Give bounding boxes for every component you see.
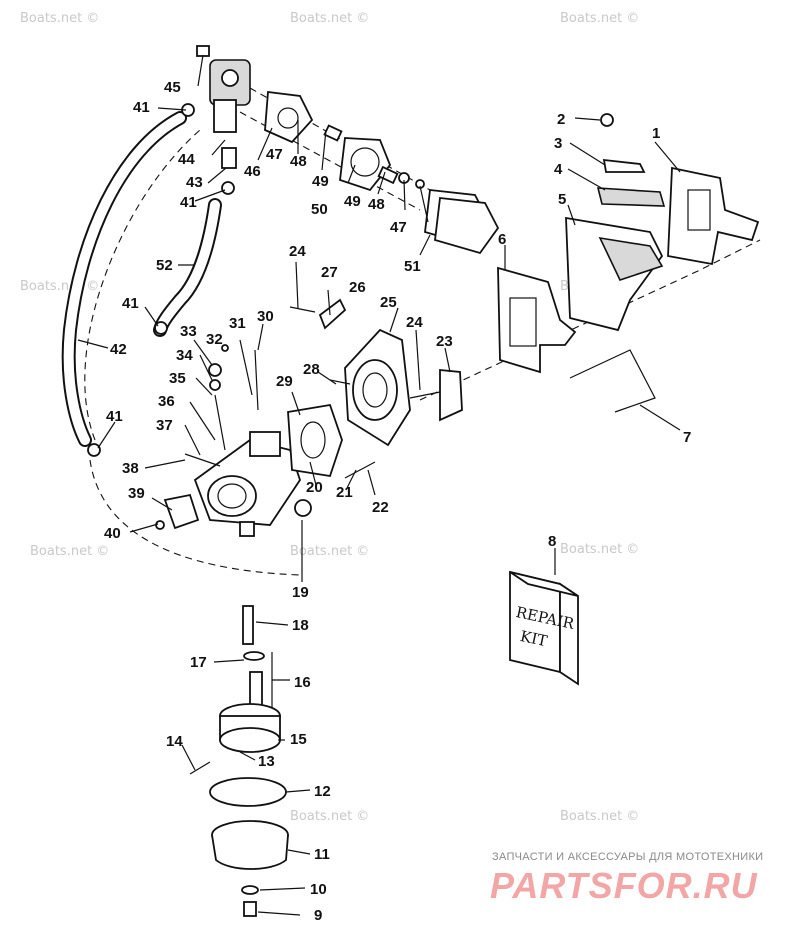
callout-31: 31 [229,315,246,332]
callout-2: 2 [557,111,565,128]
watermark-9: Boats.net © [290,809,369,824]
callout-24-a: 24 [289,243,306,260]
callout-41-c: 41 [122,295,139,312]
callout-51: 51 [404,258,421,275]
callout-50: 50 [311,201,328,218]
callout-16: 16 [294,674,311,691]
callout-17: 17 [190,654,207,671]
callout-25: 25 [380,294,397,311]
callout-22: 22 [372,499,389,516]
callout-7: 7 [683,429,691,446]
brand-footer: ЗАПЧАСТИ И АКСЕССУАРЫ ДЛЯ МОТОТЕХНИКИ PA… [490,851,763,906]
callout-15: 15 [290,731,307,748]
reed-valve-assembly [497,113,760,413]
watermark-7: Boats.net © [290,544,369,559]
callout-23: 23 [436,333,453,350]
leader-lines [77,54,681,916]
callout-6: 6 [498,231,506,248]
repair-kit-box: REPAIR KIT [509,570,579,686]
callout-14: 14 [166,733,183,750]
callout-30: 30 [257,308,274,325]
pump-gaskets [264,90,500,255]
brand-tagline: ЗАПЧАСТИ И АКСЕССУАРЫ ДЛЯ МОТОТЕХНИКИ [492,851,763,863]
watermark-6: Boats.net © [560,542,639,557]
watermark-3: Boats.net © [560,11,639,26]
callout-48-b: 48 [368,196,385,213]
callout-43: 43 [186,174,203,191]
callout-27: 27 [321,264,338,281]
watermark-8: Boats.net © [560,809,639,824]
callout-52: 52 [156,257,173,274]
brand-name: PARTSFOR.RU [490,865,758,906]
callout-10: 10 [310,881,327,898]
callout-47-a: 47 [266,146,283,163]
callout-1: 1 [652,125,660,142]
callout-13: 13 [258,753,275,770]
callout-41-d: 41 [106,408,123,425]
callout-49-a: 49 [312,173,329,190]
fasteners [87,103,441,530]
callout-33: 33 [180,323,197,340]
callout-24-b: 24 [406,314,423,331]
intake-manifold [287,328,463,478]
callout-28: 28 [303,361,320,378]
callout-numbers: 1 2 3 4 5 6 7 8 9 10 11 12 13 14 15 16 1… [104,79,691,924]
callout-42: 42 [110,341,127,358]
callout-47-b: 47 [390,219,407,236]
callout-34: 34 [176,347,193,364]
callout-4: 4 [554,161,563,178]
callout-40: 40 [104,525,121,542]
callout-35: 35 [169,370,186,387]
callout-29: 29 [276,373,293,390]
callout-32: 32 [206,331,223,348]
callout-12: 12 [314,783,331,800]
callout-19: 19 [292,584,309,601]
callout-48-a: 48 [290,153,307,170]
callout-18: 18 [292,617,309,634]
callout-20: 20 [306,479,323,496]
callout-38: 38 [122,460,139,477]
float-bowl-stack [189,605,289,917]
callout-41-a: 41 [133,99,150,116]
carburetor-body [193,431,312,537]
callout-37: 37 [156,417,173,434]
watermark-2: Boats.net © [290,11,369,26]
callout-44: 44 [178,151,195,168]
callout-21: 21 [336,484,353,501]
callout-26: 26 [349,279,366,296]
callout-8: 8 [548,533,556,550]
callout-49-b: 49 [344,193,361,210]
callout-5: 5 [558,191,566,208]
watermark-4: Boats.net © [20,279,99,294]
watermark-5: Boats.net © [30,544,109,559]
callout-9: 9 [314,907,322,924]
callout-46: 46 [244,163,261,180]
callout-36: 36 [158,393,175,410]
callout-45: 45 [164,79,181,96]
watermark-1: Boats.net © [20,11,99,26]
callout-11: 11 [314,846,330,863]
callout-41-b: 41 [180,194,197,211]
callout-3: 3 [554,135,562,152]
fuel-pump-body [196,45,251,169]
kit-label-line2: KIT [519,627,549,650]
callout-39: 39 [128,485,145,502]
